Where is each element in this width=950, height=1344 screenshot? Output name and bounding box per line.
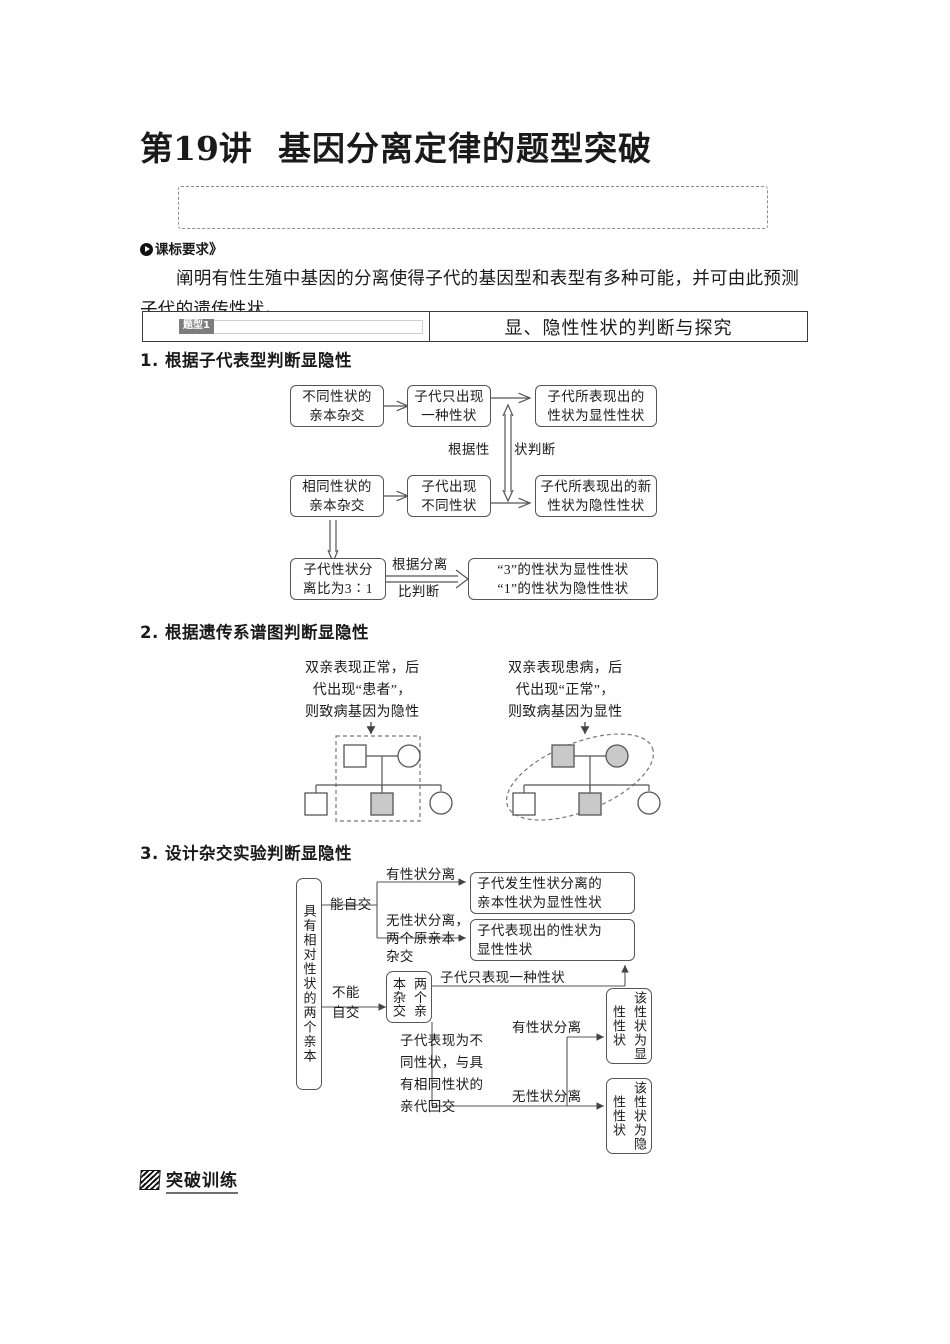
standard-requirement-tag: 课标要求》 xyxy=(140,238,223,259)
pedigree-left-caption-line2: 代出现“患者”， xyxy=(312,683,412,698)
flow1-box-6-line1: 子代所表现出的新 xyxy=(540,479,652,494)
play-triangle-icon xyxy=(140,243,153,256)
flow3-label-one-trait: 子代只表现一种性状 xyxy=(440,970,566,985)
flow3-label-no-segregation-line1: 无性状分离， xyxy=(386,913,470,928)
pedigree-left-caption-line1: 双亲表现正常，后 xyxy=(305,661,420,676)
section-heading-1: 1. 根据子代表型判断显隐性 xyxy=(140,347,352,371)
double-chevron-icon: 》 xyxy=(209,242,223,258)
type-header-title: 显、隐性性状的判断与探究 xyxy=(504,317,733,338)
flow3-result-box-1-line1: 子代发生性状分离的 xyxy=(477,876,603,891)
page-title: 第19讲基因分离定律的题型突破 xyxy=(140,122,652,170)
flow1-box-5: 子代出现 不同性状 xyxy=(407,475,491,517)
flow1-box-5-line1: 子代出现 xyxy=(421,479,477,494)
flow3-result-box-2-line2: 显性性状 xyxy=(477,942,533,957)
flow3-result-box-1-line2: 亲本性状为显性性状 xyxy=(477,895,603,910)
flow1-box-1-line1: 不同性状的 xyxy=(302,389,372,404)
flow3-result-box-1: 子代发生性状分离的 亲本性状为显性性状 xyxy=(470,872,635,914)
pedigree-left-caption: 双亲表现正常，后 代出现“患者”， 则致病基因为隐性 xyxy=(305,658,419,724)
flow1-box-5-line2: 不同性状 xyxy=(421,498,477,513)
lecture-number: 第19讲 xyxy=(140,129,252,168)
flow1-box-4: 相同性状的 亲本杂交 xyxy=(290,475,384,517)
pedigree-left-caption-line3: 则致病基因为隐性 xyxy=(305,705,420,720)
flow3-dominant-result-box: 该性状为显性性状 xyxy=(606,988,652,1064)
flow1-box-4-line2: 亲本杂交 xyxy=(309,498,365,513)
flow3-label-has-segregation-2: 有性状分离 xyxy=(512,1020,582,1035)
flow1-box-8-line1: “3”的性状为显性性状 xyxy=(497,562,629,577)
pedigree-right-caption: 双亲表现患病，后 代出现“正常”， 则致病基因为显性 xyxy=(508,658,622,724)
flow3-label-back-cross-line1: 子代表现为不 xyxy=(400,1033,484,1048)
flow1-label-ratio-bottom: 比判断 xyxy=(398,584,440,599)
section-number-2: 2. xyxy=(140,623,159,642)
flow1-box-2-line1: 子代只出现 xyxy=(414,389,484,404)
flow1-box-1-line2: 亲本杂交 xyxy=(309,408,365,423)
flow3-label-no-self-cross-2: 自交 xyxy=(332,1005,360,1020)
pedigree-right-caption-line3: 则致病基因为显性 xyxy=(508,705,623,720)
flow1-label-middle-right: 状判断 xyxy=(514,442,556,457)
pedigree-right-caption-line2: 代出现“正常”， xyxy=(515,683,615,698)
flow1-box-6: 子代所表现出的新 性状为隐性性状 xyxy=(535,475,657,517)
type-blank-field xyxy=(213,319,423,334)
section-title-1: 根据子代表型判断显隐性 xyxy=(165,351,352,370)
flow3-result-box-2-line1: 子代表现出的性状为 xyxy=(477,923,603,938)
flow3-label-has-segregation-1: 有性状分离 xyxy=(386,867,456,882)
section-number-3: 3. xyxy=(140,844,159,863)
flow1-box-2: 子代只出现 一种性状 xyxy=(407,385,491,427)
type-header-table: 题型1 显、隐性性状的判断与探究 xyxy=(142,311,808,342)
flow3-label-no-self-cross-1: 不能 xyxy=(332,985,360,1000)
flow3-label-self-cross: 能自交 xyxy=(330,897,372,912)
pedigree-right-caption-line1: 双亲表现患病，后 xyxy=(508,661,623,676)
section-heading-2: 2. 根据遗传系谱图判断显隐性 xyxy=(140,619,369,643)
flow1-box-8: “3”的性状为显性性状 “1”的性状为隐性性状 xyxy=(468,558,658,600)
flow1-box-3-line1: 子代所表现出的 xyxy=(547,389,645,404)
flow1-label-middle-left: 根据性 xyxy=(448,442,490,457)
flow3-result-box-2: 子代表现出的性状为 显性性状 xyxy=(470,919,635,961)
flow1-box-7-line1: 子代性状分 xyxy=(303,562,373,577)
flow3-label-no-segregation-line2: 两个原亲本 xyxy=(386,931,456,946)
flow1-label-ratio-top: 根据分离 xyxy=(392,557,448,572)
pencil-square-icon xyxy=(139,1170,161,1190)
section-title-3: 设计杂交实验判断显隐性 xyxy=(165,844,352,863)
type-badge: 题型1 xyxy=(179,319,214,334)
flow3-label-no-segregation-2: 无性状分离 xyxy=(512,1089,582,1104)
flow1-box-1: 不同性状的 亲本杂交 xyxy=(290,385,384,427)
flow1-box-2-line2: 一种性状 xyxy=(421,408,477,423)
standard-requirement-tag-label: 课标要求 xyxy=(155,242,209,258)
flow3-label-back-cross-line4: 亲代回交 xyxy=(400,1099,456,1114)
flow3-two-parents-cross-box: 两个亲本杂交 xyxy=(386,971,432,1023)
flow3-root-box: 具有相对性状的两个亲本 xyxy=(296,878,322,1090)
section-title-2: 根据遗传系谱图判断显隐性 xyxy=(165,623,369,642)
flow1-box-3: 子代所表现出的 性状为显性性状 xyxy=(535,385,657,427)
flow1-box-8-line2: “1”的性状为隐性性状 xyxy=(497,581,629,596)
flow1-box-6-line2: 性状为隐性性状 xyxy=(547,498,645,513)
lecture-title: 基因分离定律的题型突破 xyxy=(277,129,652,168)
training-label: 突破训练 xyxy=(166,1166,238,1194)
flow1-box-3-line2: 性状为显性性状 xyxy=(547,408,645,423)
training-block: 突破训练 xyxy=(139,1166,238,1194)
flow1-box-7-line2: 离比为3∶1 xyxy=(303,581,373,596)
flow1-box-7: 子代性状分 离比为3∶1 xyxy=(290,558,386,600)
flow3-label-no-segregation-line3: 杂交 xyxy=(386,949,414,964)
flow3-recessive-result-box: 该性状为隐性性状 xyxy=(606,1078,652,1154)
note-placeholder-box xyxy=(178,186,768,229)
flow3-label-back-cross-line3: 有相同性状的 xyxy=(400,1077,484,1092)
section-heading-3: 3. 设计杂交实验判断显隐性 xyxy=(140,840,352,864)
type-header-left-cell: 题型1 xyxy=(143,312,430,341)
flow1-box-4-line1: 相同性状的 xyxy=(302,479,372,494)
section-number-1: 1. xyxy=(140,351,159,370)
flow3-label-back-cross-line2: 同性状，与具 xyxy=(400,1055,484,1070)
